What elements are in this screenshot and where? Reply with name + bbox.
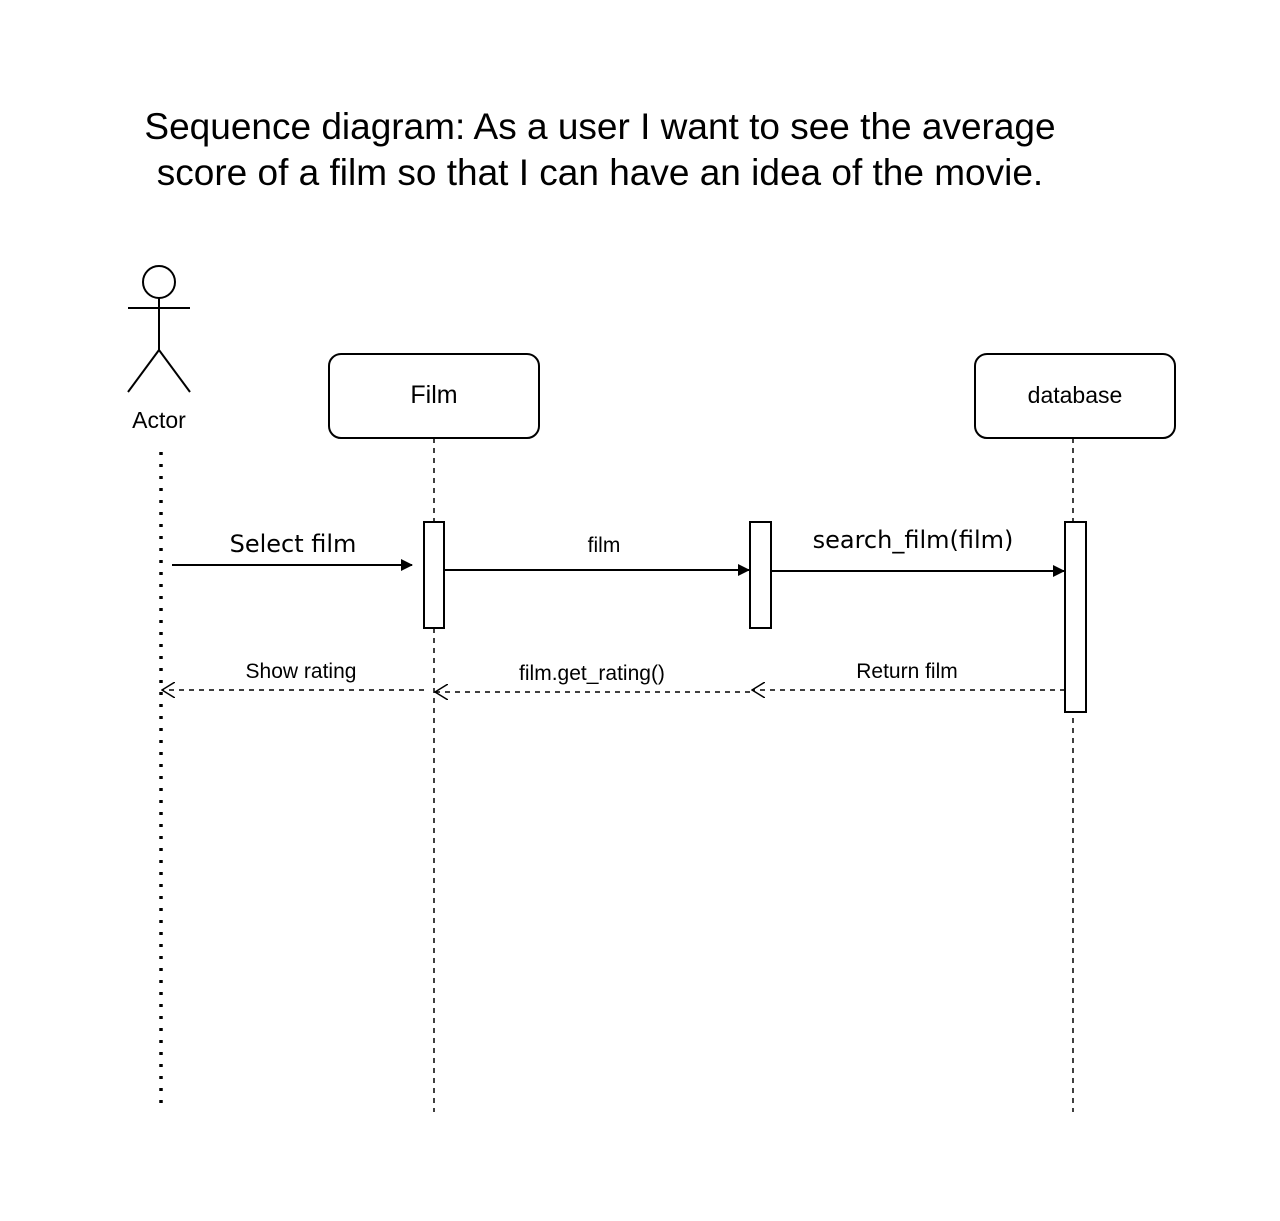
select-film-label: Select film bbox=[230, 530, 357, 558]
database-participant-label: database bbox=[1028, 382, 1123, 408]
diagram-title-line-1: Sequence diagram: As a user I want to se… bbox=[144, 106, 1055, 147]
actor-head bbox=[142, 265, 176, 299]
film-participant-label: Film bbox=[410, 381, 457, 409]
show-rating-label: Show rating bbox=[246, 660, 357, 683]
diagram-title-line-2: score of a film so that I can have an id… bbox=[157, 152, 1043, 193]
middle-activation-bar bbox=[749, 521, 772, 629]
search-film-label: search_film(film) bbox=[813, 526, 1014, 554]
actor-right-leg bbox=[158, 349, 191, 393]
get-rating-label: film.get_rating() bbox=[519, 662, 665, 685]
actor-icon bbox=[127, 265, 191, 393]
return-film-label: Return film bbox=[856, 660, 958, 683]
actor-label: Actor bbox=[132, 407, 186, 433]
database-participant-box bbox=[974, 353, 1176, 439]
actor-left-leg bbox=[127, 349, 160, 393]
film-activation-bar bbox=[423, 521, 445, 629]
database-activation-bar bbox=[1064, 521, 1087, 713]
film-message-label: film bbox=[588, 534, 621, 557]
